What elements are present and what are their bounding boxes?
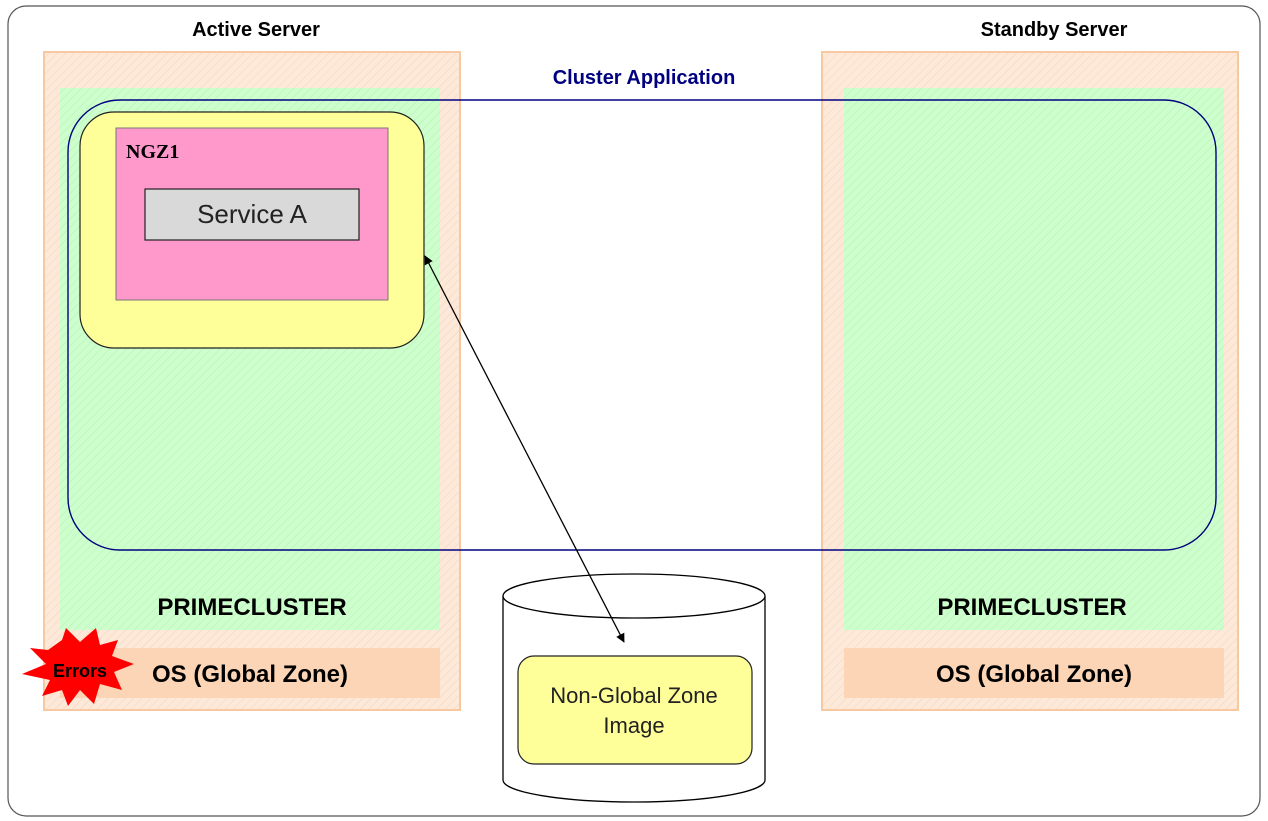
standby-server: Standby Server PRIMECLUSTER OS (Global Z…	[821, 19, 1239, 711]
image-label-line1: Non-Global Zone	[550, 683, 718, 708]
standby-server-title: Standby Server	[981, 19, 1128, 41]
active-os-box	[60, 648, 440, 698]
errors-label: Errors	[53, 661, 107, 681]
active-server-title: Active Server	[192, 19, 320, 41]
active-primecluster-label: PRIMECLUSTER	[157, 594, 346, 621]
cluster-application-boundary	[67, 99, 1217, 551]
zone-image-link-arrow	[424, 255, 625, 643]
service-a-label: Service A	[197, 199, 307, 229]
zone-name: NGZ1	[126, 141, 179, 163]
cluster-application-label: Cluster Application	[553, 67, 736, 89]
errors-starburst: Errors	[22, 628, 134, 706]
errors-burst-shape	[22, 628, 134, 706]
standby-os-label: OS (Global Zone)	[936, 661, 1132, 688]
non-global-zone-image-box	[517, 655, 753, 765]
cylinder-top	[502, 573, 766, 619]
standby-primecluster-label: PRIMECLUSTER	[937, 594, 1126, 621]
standby-primecluster-area	[844, 88, 1224, 630]
storage-cylinder: Non-Global Zone Image	[502, 573, 766, 803]
active-os-label: OS (Global Zone)	[152, 661, 348, 688]
service-a-box	[144, 188, 360, 241]
image-label-line2: Image	[603, 713, 664, 738]
zone-ngz1: NGZ1 Service A	[79, 111, 425, 349]
standby-os-box	[844, 648, 1224, 698]
